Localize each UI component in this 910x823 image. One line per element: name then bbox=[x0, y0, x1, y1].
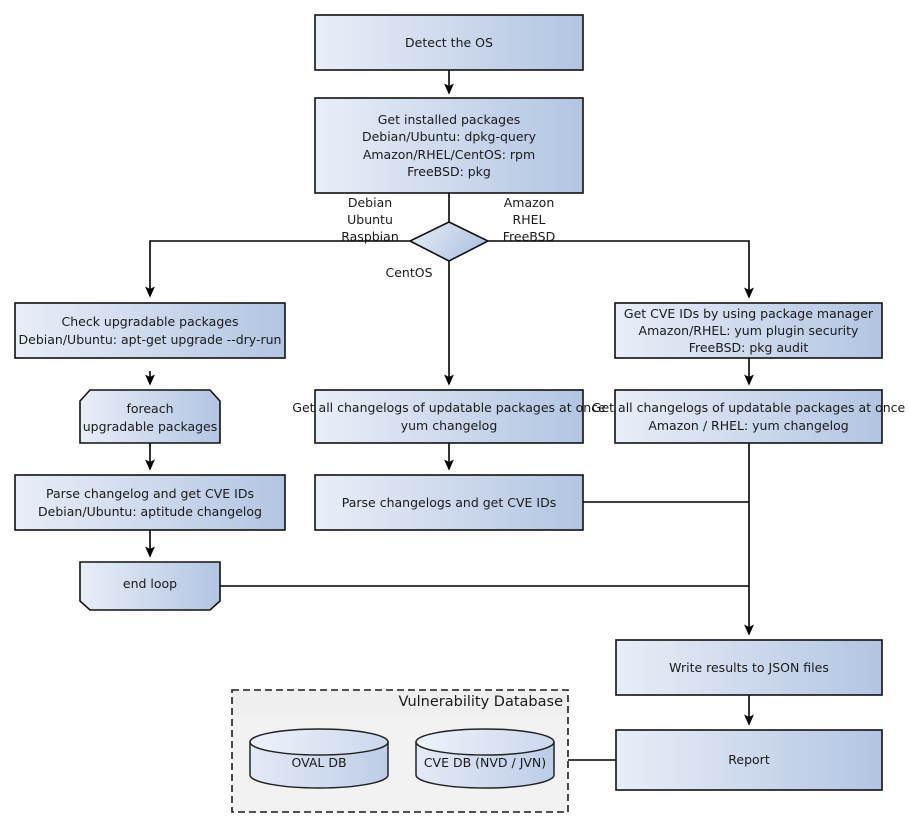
edge-label-center-branch: CentOS bbox=[369, 265, 449, 282]
node-os-decision-diamond[interactable] bbox=[408, 221, 490, 262]
node-get-changelogs-center[interactable] bbox=[314, 389, 584, 444]
node-parse-changelogs-center[interactable] bbox=[314, 474, 584, 531]
text-line: RHEL bbox=[512, 211, 546, 227]
node-report[interactable] bbox=[615, 729, 883, 791]
group-title-vulnerability-database: Vulnerability Database bbox=[268, 694, 563, 710]
node-end-loop[interactable] bbox=[79, 561, 221, 611]
node-write-results[interactable] bbox=[615, 639, 883, 696]
edge-label-right-branch: Amazon RHEL FreeBSD bbox=[489, 195, 569, 245]
text-line: Raspbian bbox=[341, 228, 399, 244]
group-header-band bbox=[233, 691, 567, 715]
text-line: Ubuntu bbox=[347, 211, 393, 227]
node-check-upgradable-packages[interactable] bbox=[14, 302, 286, 359]
connector-decision-to-left bbox=[145, 240, 410, 298]
text-line: CentOS bbox=[385, 265, 433, 280]
edge-label-left-branch: Debian Ubuntu Raspbian bbox=[330, 195, 410, 245]
connector-group bbox=[145, 70, 754, 761]
node-foreach-loop[interactable] bbox=[79, 389, 221, 444]
cve-db-top bbox=[415, 728, 555, 756]
text-line: Vulnerability Database bbox=[398, 694, 563, 710]
node-get-installed-packages[interactable] bbox=[314, 97, 584, 194]
node-parse-changelog-left[interactable] bbox=[14, 474, 286, 531]
text-line: Debian bbox=[347, 195, 393, 210]
node-get-changelogs-right[interactable] bbox=[614, 389, 883, 444]
text-line: Amazon bbox=[503, 195, 555, 210]
text-line: FreeBSD bbox=[502, 228, 556, 244]
node-oval-db[interactable] bbox=[249, 728, 389, 789]
node-detect-os[interactable] bbox=[314, 14, 584, 71]
oval-db-top bbox=[249, 728, 389, 756]
node-cve-db[interactable] bbox=[415, 728, 555, 789]
node-get-cve-ids-right[interactable] bbox=[614, 302, 883, 359]
connector-decision-to-right bbox=[488, 240, 754, 299]
